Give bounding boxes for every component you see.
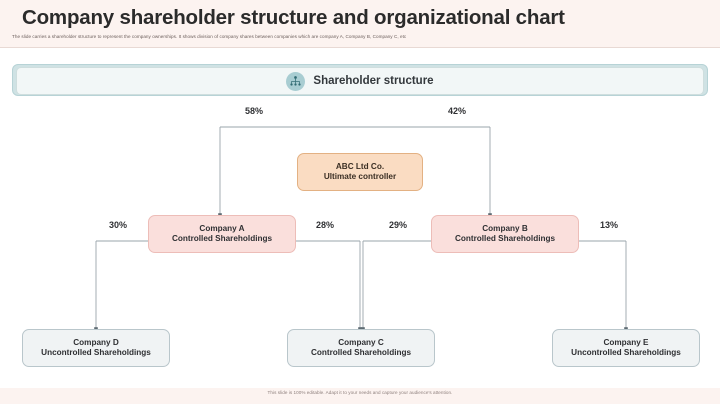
node-company-e-line1: Company E	[603, 338, 649, 348]
node-company-e[interactable]: Company E Uncontrolled Shareholdings	[552, 329, 700, 367]
node-company-e-line2: Uncontrolled Shareholdings	[571, 348, 681, 357]
diagram-canvas: Shareholder structure	[0, 48, 720, 388]
node-company-b[interactable]: Company B Controlled Shareholdings	[431, 215, 579, 253]
section-header-bar: Shareholder structure	[16, 67, 704, 95]
node-company-c-line2: Controlled Shareholdings	[310, 348, 412, 357]
node-abc[interactable]: ABC Ltd Co. Ultimate controller	[297, 153, 423, 191]
header-divider	[0, 47, 720, 48]
node-abc-line2: Ultimate controller	[323, 172, 397, 181]
edge-label-company-a-company-c: 28%	[315, 220, 334, 230]
node-company-a-line1: Company A	[199, 224, 245, 234]
section-title: Shareholder structure	[313, 75, 434, 87]
node-company-a[interactable]: Company A Controlled Shareholdings	[148, 215, 296, 253]
slide-footer-note: This slide is 100% editable. Adapt it to…	[267, 390, 453, 395]
page-subtitle: The slide carries a shareholder structur…	[12, 34, 407, 39]
edge-label-abc-company-a: 58%	[244, 106, 263, 116]
edge-label-company-b-company-e: 13%	[599, 220, 618, 230]
node-company-d-line2: Uncontrolled Shareholdings	[41, 348, 151, 357]
node-company-d[interactable]: Company D Uncontrolled Shareholdings	[22, 329, 170, 367]
node-company-d-line1: Company D	[73, 338, 119, 348]
node-abc-line1: ABC Ltd Co.	[335, 162, 385, 172]
node-company-c-line1: Company C	[338, 338, 384, 348]
edge-label-company-a-company-d: 30%	[108, 220, 127, 230]
edge-label-company-b-company-c: 29%	[388, 220, 407, 230]
page-title: Company shareholder structure and organi…	[22, 6, 565, 29]
node-company-b-line1: Company B	[482, 224, 528, 234]
node-company-b-line2: Controlled Shareholdings	[454, 234, 556, 243]
organization-people-icon	[286, 71, 306, 91]
node-company-c[interactable]: Company C Controlled Shareholdings	[287, 329, 435, 367]
edge-label-abc-company-b: 42%	[447, 106, 466, 116]
node-company-a-line2: Controlled Shareholdings	[171, 234, 273, 243]
